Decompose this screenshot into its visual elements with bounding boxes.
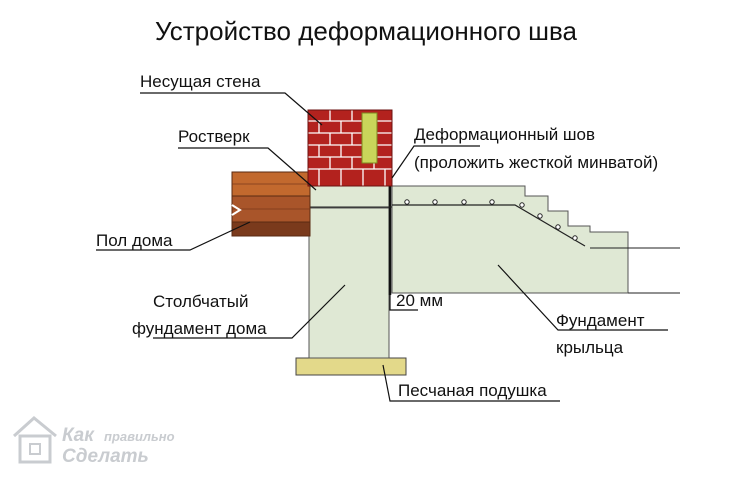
label-grillage: Ростверк bbox=[178, 127, 250, 146]
watermark-word2: правильно bbox=[104, 429, 175, 444]
house-logo-icon bbox=[12, 416, 57, 464]
wall-insulation bbox=[361, 112, 378, 164]
rebar-sections bbox=[404, 199, 578, 241]
grillage bbox=[308, 185, 390, 209]
sand-cushion bbox=[295, 357, 407, 376]
label-house-floor: Пол дома bbox=[96, 231, 173, 250]
label-column-foundation-line2: фундамент дома bbox=[132, 319, 267, 338]
label-sand-cushion: Песчаная подушка bbox=[398, 381, 547, 400]
porch-rebar bbox=[392, 204, 586, 247]
column-foundation bbox=[308, 189, 390, 359]
diagram-title: Устройство деформационного шва bbox=[155, 16, 578, 46]
leader-lines bbox=[96, 92, 668, 402]
label-gap: 20 мм bbox=[396, 291, 443, 310]
brick-wall bbox=[307, 109, 393, 187]
label-porch-foundation-line2: крыльца bbox=[556, 338, 624, 357]
house-floor bbox=[231, 171, 311, 237]
watermark-logo: Как правильно Сделать bbox=[12, 416, 175, 467]
label-joint-line2: (проложить жесткой минватой) bbox=[414, 153, 658, 172]
porch-foundation bbox=[391, 185, 629, 294]
label-column-foundation-line1: Столбчатый bbox=[153, 292, 248, 311]
watermark-word1: Как bbox=[62, 425, 95, 446]
watermark-word3: Сделать bbox=[62, 446, 149, 467]
label-porch-foundation-line1: Фундамент bbox=[556, 311, 645, 330]
label-load-wall: Несущая стена bbox=[140, 72, 261, 91]
label-joint-line1: Деформационный шов bbox=[414, 125, 595, 144]
